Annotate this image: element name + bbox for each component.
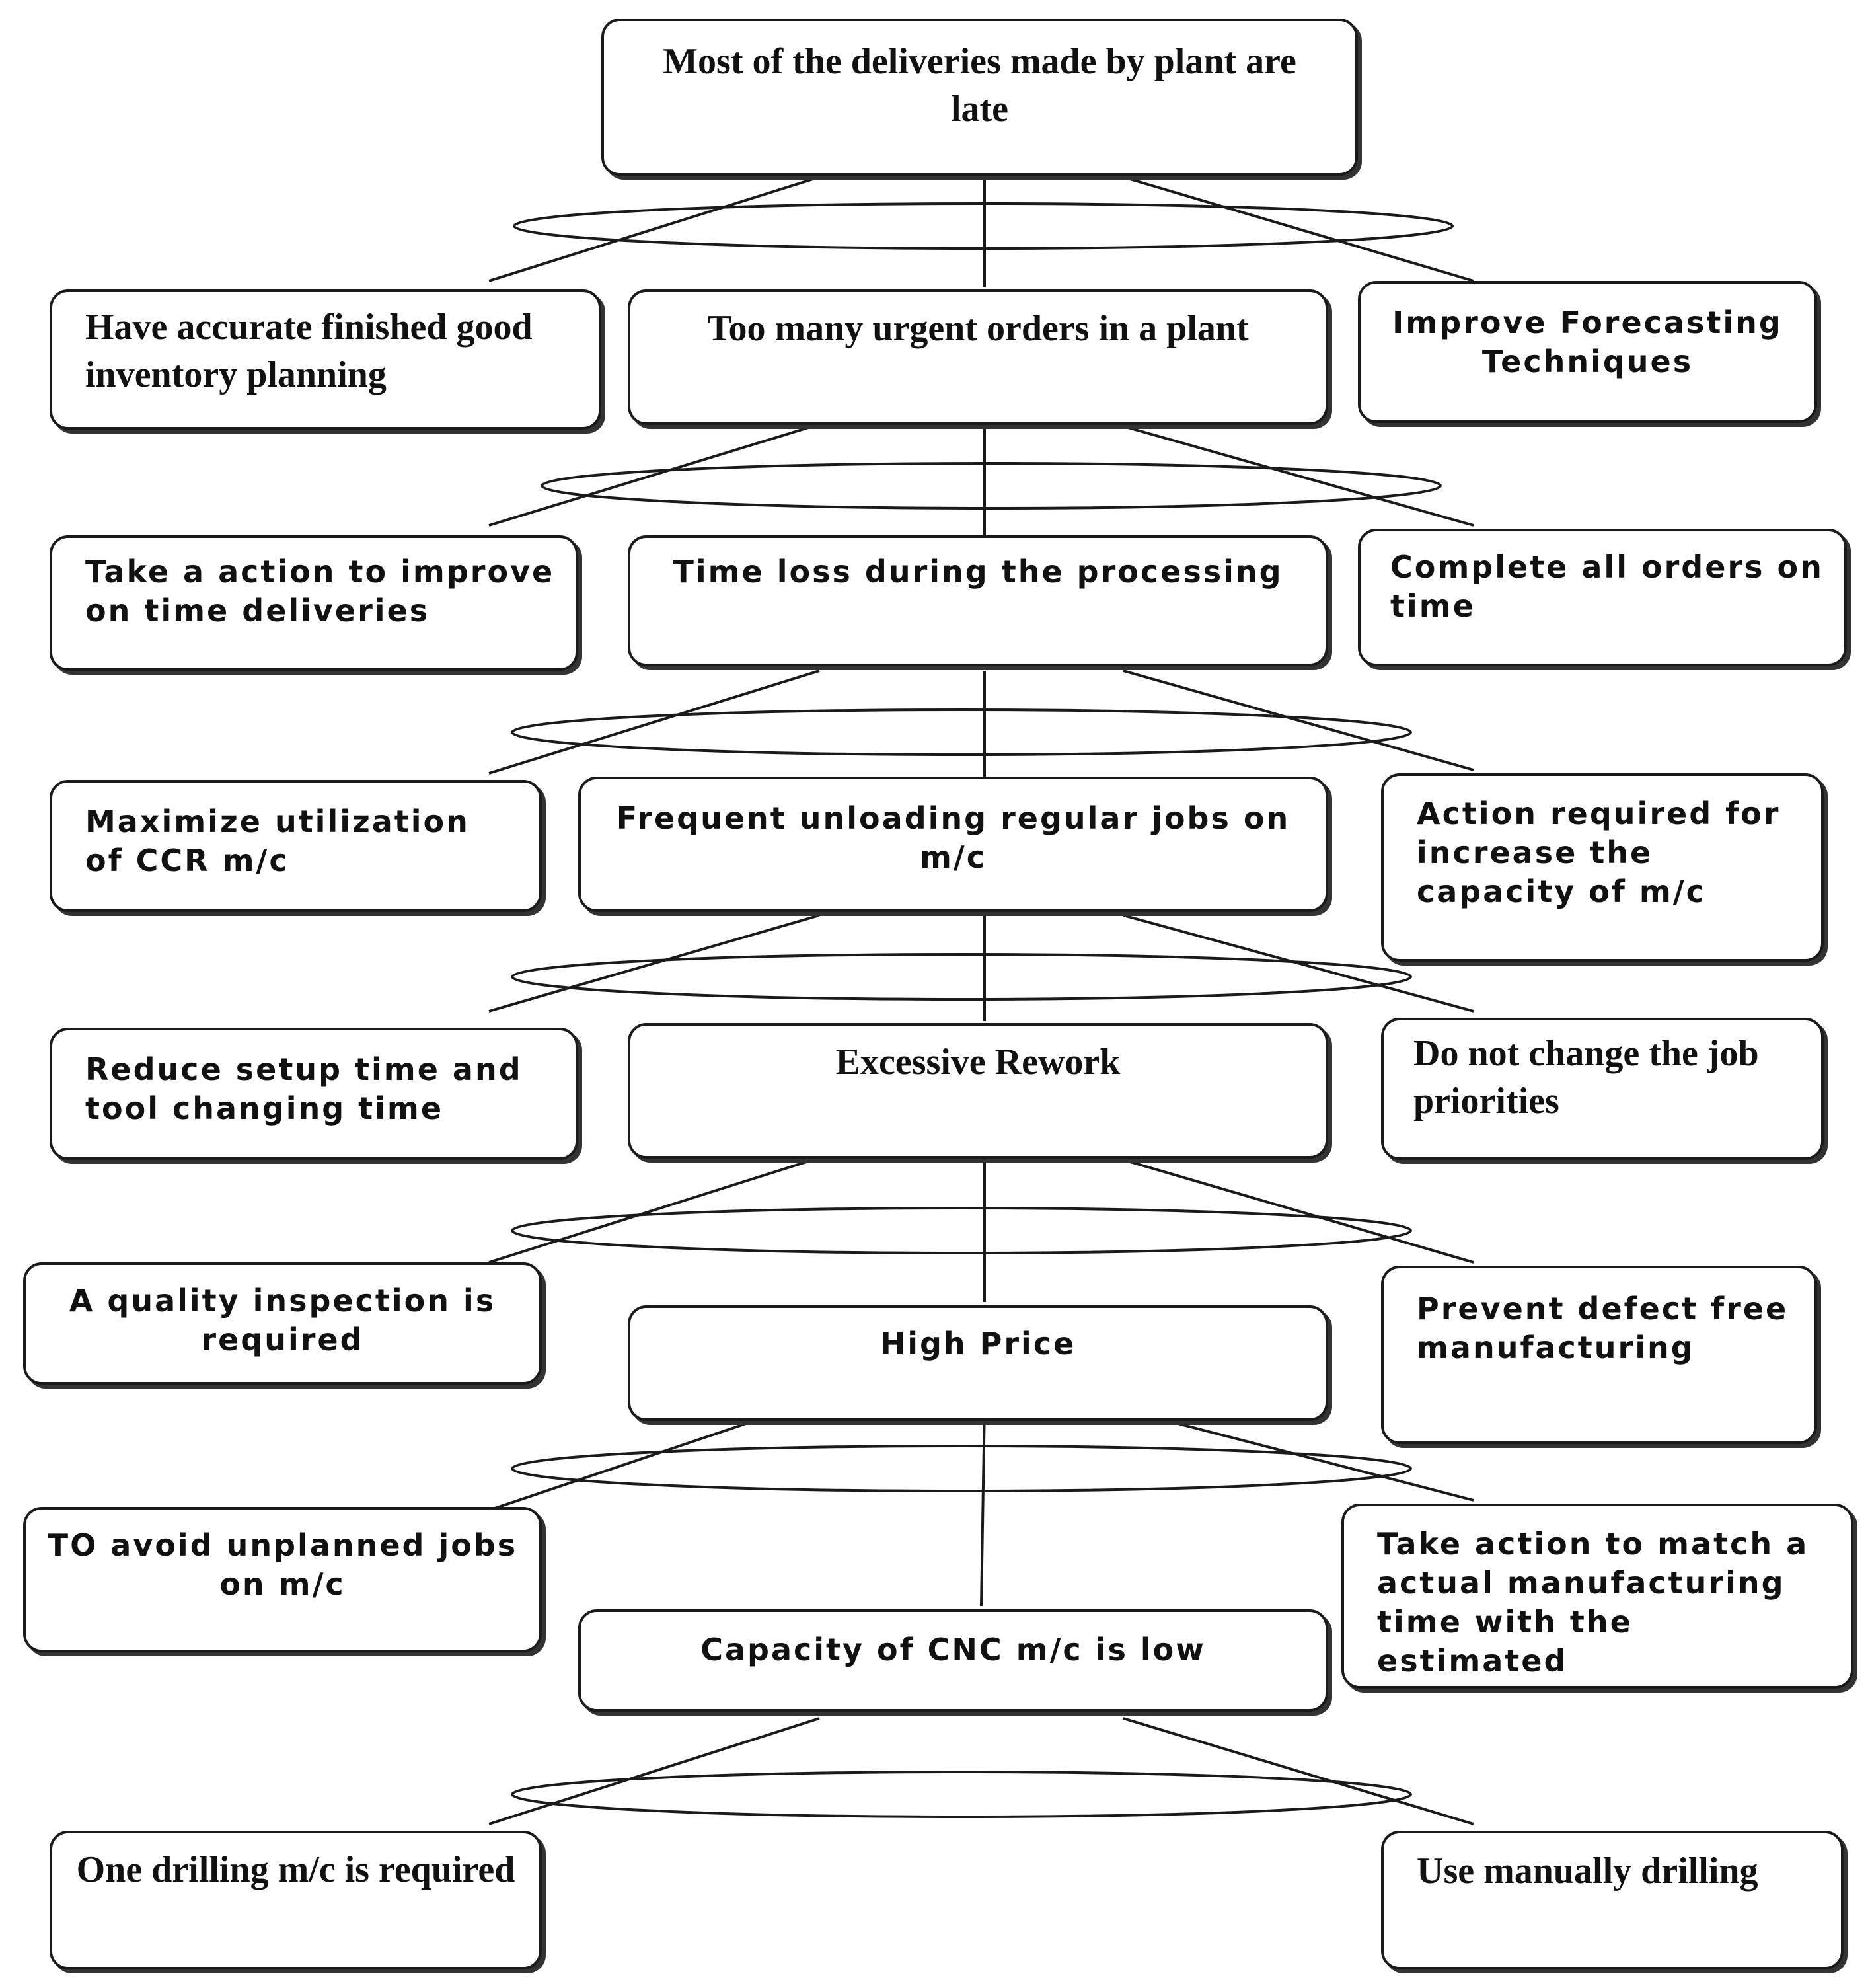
node-match-time: Take action to match a actual manufactur… — [1341, 1504, 1853, 1689]
node-label: Prevent defect free manufacturing — [1417, 1291, 1789, 1365]
node-label: Improve Forecasting Techniques — [1392, 305, 1783, 379]
edge-line — [980, 1404, 986, 1607]
node-avoid-unplanned: TO avoid unplanned jobs on m/c — [23, 1507, 542, 1652]
node-drilling-required: One drilling m/c is required — [50, 1831, 542, 1969]
node-forecasting: Improve Forecasting Techniques — [1358, 281, 1817, 423]
edge-line — [1172, 1421, 1474, 1502]
node-urgent-orders: Too many urgent orders in a plant — [628, 289, 1328, 425]
edge-line — [488, 669, 820, 775]
node-quality-inspection: A quality inspection is required — [23, 1262, 542, 1385]
node-label: TO avoid unplanned jobs on m/c — [47, 1527, 518, 1602]
node-label: Take a action to improve on time deliver… — [85, 554, 555, 629]
node-label: Frequent unloading regular jobs on m/c — [616, 800, 1290, 875]
edge-line — [488, 176, 820, 282]
node-label: Capacity of CNC m/c is low — [700, 1632, 1206, 1667]
node-label: Maximize utilization of CCR m/c — [85, 804, 470, 878]
node-manual-drilling: Use manually drilling — [1381, 1831, 1844, 1969]
node-label: Use manually drilling — [1417, 1851, 1758, 1892]
node-late-deliveries: Most of the deliveries made by plant are… — [601, 19, 1358, 176]
node-inventory-planning: Have accurate finished good inventory pl… — [50, 289, 601, 430]
connector-ellipse — [511, 953, 1412, 1001]
node-label: A quality inspection is required — [69, 1283, 496, 1357]
edge-line — [1123, 425, 1474, 527]
node-frequent-unloading: Frequent unloading regular jobs on m/c — [578, 777, 1328, 912]
connector-ellipse — [511, 1207, 1412, 1254]
node-label: Excessive Rework — [835, 1042, 1121, 1083]
node-high-price: High Price — [628, 1305, 1328, 1421]
node-label: Time loss during the processing — [673, 554, 1283, 590]
edge-line — [1123, 1159, 1474, 1264]
edge-line — [488, 1717, 820, 1825]
node-increase-capacity: Action required for increase the capacit… — [1381, 773, 1824, 962]
node-label: Most of the deliveries made by plant are… — [663, 41, 1296, 130]
edge-line — [1123, 176, 1474, 282]
connector-ellipse — [511, 1445, 1412, 1492]
connector-ellipse — [511, 708, 1412, 756]
node-maximize-ccr: Maximize utilization of CCR m/c — [50, 780, 542, 912]
node-excessive-rework: Excessive Rework — [628, 1023, 1328, 1159]
edge-line — [1123, 914, 1474, 1013]
connector-ellipse — [541, 462, 1442, 510]
node-label: One drilling m/c is required — [76, 1849, 515, 1890]
node-cnc-capacity: Capacity of CNC m/c is low — [578, 1609, 1328, 1712]
node-label: Reduce setup time and tool changing time — [85, 1051, 523, 1126]
node-improve-deliveries: Take a action to improve on time deliver… — [50, 535, 578, 671]
connector-ellipse — [511, 1771, 1412, 1818]
node-label: Complete all orders on time — [1390, 549, 1824, 624]
edge-line — [1123, 669, 1474, 771]
node-label: Action required for increase the capacit… — [1417, 796, 1781, 909]
edge-line — [488, 1159, 813, 1264]
node-prevent-defect: Prevent defect free manufacturing — [1381, 1266, 1817, 1444]
edge-line — [1123, 1717, 1474, 1825]
node-complete-orders: Complete all orders on time — [1358, 529, 1847, 666]
node-label: Take action to match a actual manufactur… — [1377, 1526, 1809, 1679]
node-label: Do not change the job priorities — [1413, 1033, 1759, 1122]
node-time-loss: Time loss during the processing — [628, 535, 1328, 666]
node-label: Too many urgent orders in a plant — [707, 308, 1249, 349]
edge-line — [488, 914, 820, 1013]
node-reduce-setup: Reduce setup time and tool changing time — [50, 1028, 578, 1160]
edge-line — [488, 1421, 751, 1511]
edge-line — [488, 425, 813, 527]
node-job-priorities: Do not change the job priorities — [1381, 1018, 1824, 1160]
node-label: High Price — [879, 1326, 1076, 1361]
node-label: Have accurate finished good inventory pl… — [85, 307, 533, 395]
